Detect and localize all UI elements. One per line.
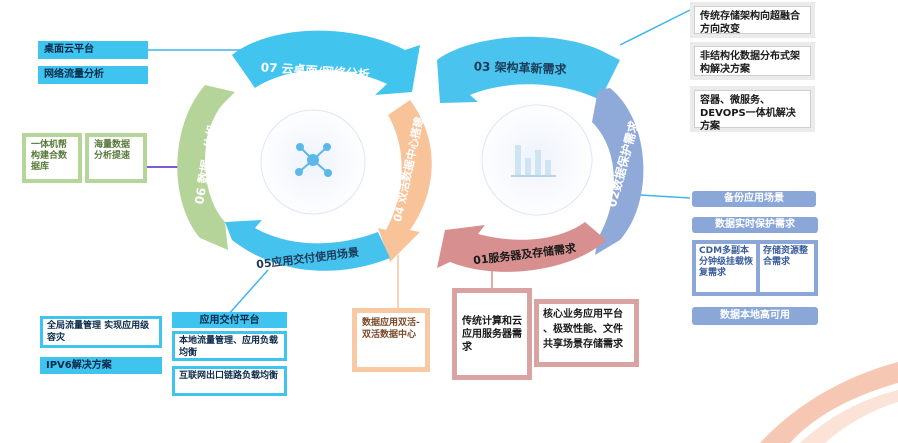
cloud-item-desktop-cloud: 桌面云平台 [38, 41, 148, 59]
left-hub-ring [260, 109, 366, 215]
segment-architecture [437, 36, 620, 103]
architecture-item: 非结构化数据分布式架构解决方案 [690, 42, 815, 80]
protection-item-cdm: CDM多副本分钟级挂载恢复需求 [696, 244, 756, 292]
delivery-item-slb-text: 本地流量管理、应用负载均衡 [175, 334, 284, 358]
storage-item-core-line: 、极致性能、文件 [543, 324, 623, 335]
label-architecture: 03 架构革新需求 [473, 58, 567, 76]
appliance-item-text: 一体机帮构建合数据库 [26, 137, 78, 179]
bar-chart-icon [511, 145, 556, 177]
architecture-item-text: 传统存储架构向超融合方向改变 [694, 6, 811, 35]
connector-line [639, 194, 691, 199]
segment-data-appliance [177, 85, 235, 250]
delivery-item-platform: 应用交付平台 [172, 312, 287, 328]
decorative-swoosh [760, 362, 898, 443]
protection-item-realtime: 数据实时保护需求 [692, 217, 818, 233]
appliance-item: 一体机帮构建合数据库 [22, 133, 82, 183]
appliance-item-text: 海量数据分析提速 [89, 137, 143, 179]
storage-item-compute: 传统计算和云应用服务器需求 [452, 288, 532, 380]
cloud-item-traffic-analysis: 网络流量分析 [38, 66, 148, 84]
datacenter-item-text: 数据应用双活-双活数据中心 [357, 313, 425, 367]
datacenter-item: 数据应用双活-双活数据中心 [352, 308, 430, 372]
architecture-item-text: 非结构化数据分布式架构解决方案 [694, 46, 811, 76]
connector-line [619, 9, 691, 46]
storage-item-compute-text: 传统计算和云应用服务器需求 [457, 293, 527, 375]
segment-dual-datacenter [378, 100, 432, 262]
storage-item-core: 核心业务应用平台 、极致性能、文件 共享场景存储需求 [534, 299, 639, 367]
architecture-item-text: 容器、微服务、DEVOPS一体机解决方案 [694, 90, 811, 132]
segment-server-storage [437, 222, 606, 272]
segment-cloud-desktop [232, 30, 420, 96]
delivery-item-link-lb-text: 互联网出口链路负载均衡 [175, 369, 284, 393]
decorative-swoosh-light [800, 390, 898, 443]
storage-item-core-text: 核心业务应用平台 、极致性能、文件 共享场景存储需求 [539, 304, 634, 362]
protection-item-backup: 备份应用场景 [692, 191, 816, 207]
connector-line [227, 269, 269, 316]
delivery-item-gslb-text: 全局流量管理 实现应用级容灾 [43, 319, 159, 345]
storage-item-core-line: 核心业务应用平台 [543, 309, 623, 320]
right-hub-ring [481, 104, 593, 216]
protection-pair-frame: CDM多副本分钟级挂载恢复需求 存储资源整合需求 [692, 240, 818, 296]
delivery-item-gslb: 全局流量管理 实现应用级容灾 [40, 316, 162, 348]
protection-item-consolidation: 存储资源整合需求 [760, 244, 814, 292]
segment-app-delivery [225, 220, 390, 271]
protection-item-local-ha: 数据本地高可用 [692, 307, 818, 325]
architecture-item: 传统存储架构向超融合方向改变 [690, 2, 815, 38]
storage-item-core-line: 共享场景存储需求 [543, 339, 623, 350]
delivery-item-slb: 本地流量管理、应用负载均衡 [172, 331, 287, 361]
delivery-item-link-lb: 互联网出口链路负载均衡 [172, 366, 287, 396]
network-icon [295, 143, 332, 177]
architecture-item: 容器、微服务、DEVOPS一体机解决方案 [690, 86, 815, 132]
connector-lines [147, 9, 691, 316]
delivery-item-ipv6: IPV6解决方案 [40, 357, 162, 374]
segment-data-protection [592, 88, 644, 255]
appliance-item: 海量数据分析提速 [85, 133, 147, 183]
